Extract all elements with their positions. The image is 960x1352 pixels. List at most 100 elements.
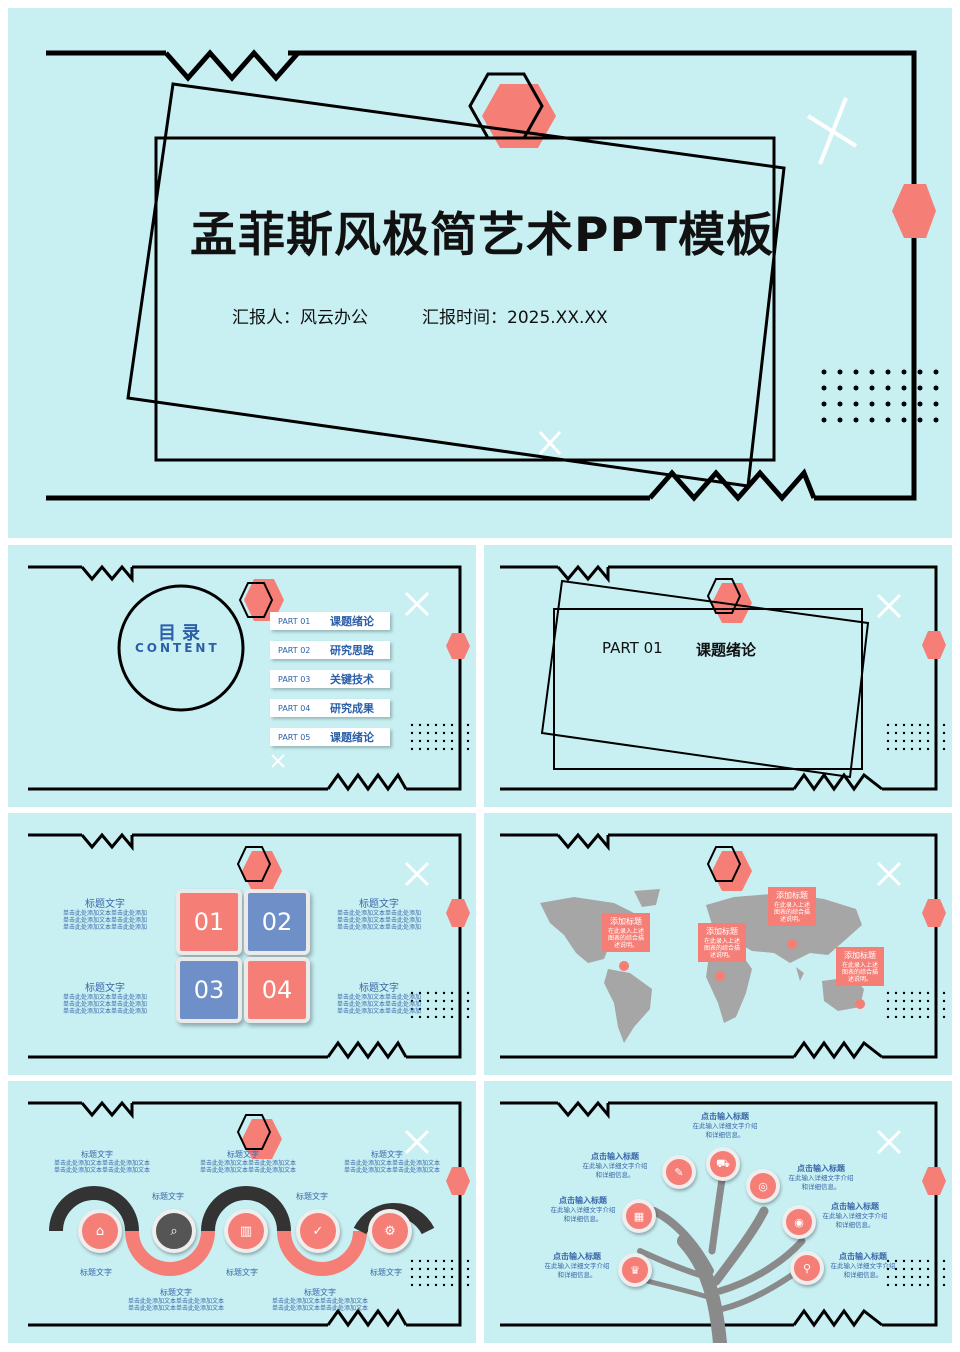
decor-dot bbox=[886, 991, 890, 995]
grid-box-03: 03 bbox=[176, 957, 242, 1023]
decor-dot bbox=[410, 739, 414, 743]
grid-box-04: 04 bbox=[244, 957, 310, 1023]
decor-dot bbox=[885, 401, 891, 407]
decor-dot bbox=[934, 999, 938, 1003]
decor-dot bbox=[933, 385, 939, 391]
decor-dot bbox=[926, 1259, 930, 1263]
decor-dot bbox=[926, 747, 930, 751]
cover-reporter: 汇报人：风云办公 bbox=[232, 308, 368, 328]
decor-dot bbox=[426, 991, 430, 995]
decor-dot bbox=[410, 747, 414, 751]
toc-item-label: 研究思路 bbox=[330, 644, 374, 657]
gear-icon: ⚙ bbox=[368, 1209, 412, 1253]
decor-dot bbox=[926, 1275, 930, 1279]
tree-text-left-1: 点击输入标题 在此输入详细文字介绍 和详细信息。 bbox=[570, 1151, 660, 1180]
toc-item-2[interactable]: PART 02 研究思路 bbox=[270, 641, 390, 659]
toc-item-4[interactable]: PART 04 研究成果 bbox=[270, 699, 390, 717]
tree-label: 点击输入标题 bbox=[591, 1152, 639, 1161]
decor-dot bbox=[434, 991, 438, 995]
tree-body-line: 和详细信息。 bbox=[843, 1271, 883, 1279]
cover-decoration bbox=[46, 49, 939, 502]
decor-dot bbox=[458, 991, 462, 995]
cover-slide: 孟菲斯风极简艺术PPT模板 汇报人：风云办公 汇报时间：2025.XX.XX bbox=[8, 8, 952, 538]
decor-dot bbox=[894, 991, 898, 995]
decor-dot bbox=[918, 747, 922, 751]
decor-dot bbox=[426, 739, 430, 743]
process-label: 标题文字 bbox=[304, 1288, 336, 1297]
decor-dot bbox=[837, 369, 843, 375]
decor-dot bbox=[910, 1259, 914, 1263]
decor-dot bbox=[942, 1267, 946, 1271]
decor-dot bbox=[442, 739, 446, 743]
decor-dot bbox=[894, 1007, 898, 1011]
decor-dot bbox=[886, 1275, 890, 1279]
decor-dot bbox=[821, 401, 827, 407]
decor-dot bbox=[458, 999, 462, 1003]
decor-dot bbox=[434, 739, 438, 743]
tree-text-right-2: 点击输入标题 在此输入详细文字介绍 和详细信息。 bbox=[810, 1201, 900, 1230]
decor-dot bbox=[918, 1259, 922, 1263]
decor-dot bbox=[918, 1007, 922, 1011]
decor-dot bbox=[894, 1267, 898, 1271]
toc-item-part: PART 01 bbox=[278, 616, 311, 626]
decor-dot bbox=[434, 747, 438, 751]
toc-item-3[interactable]: PART 03 关键技术 bbox=[270, 670, 390, 688]
decor-dot bbox=[442, 731, 446, 735]
process-text-2: 标题文字 单击此处添加文本单击此处添加文本 单击此处添加文本单击此处添加文本 bbox=[200, 1149, 296, 1174]
grid-box-02: 02 bbox=[244, 889, 310, 955]
decor-dot bbox=[910, 723, 914, 727]
decor-dot bbox=[886, 1015, 890, 1019]
decor-dot bbox=[450, 1267, 454, 1271]
decor-dot bbox=[933, 369, 939, 375]
decor-dot bbox=[918, 1267, 922, 1271]
process-body-line: 单击此处添加文本单击此处添加文本 bbox=[128, 1305, 225, 1312]
decor-dot bbox=[410, 1015, 414, 1019]
toc-item-label: 关键技术 bbox=[330, 673, 374, 686]
decor-dot bbox=[910, 731, 914, 735]
toc-item-5[interactable]: PART 05 课题绪论 bbox=[270, 728, 390, 746]
decor-dot bbox=[902, 1275, 906, 1279]
decor-dot bbox=[869, 369, 875, 375]
grid-body-line: 单击此处添加文本单击此处添加 bbox=[62, 1001, 147, 1008]
tree-body-line: 在此输入详细文字介绍 bbox=[822, 1212, 888, 1220]
decor-dot bbox=[426, 723, 430, 727]
callout-title: 添加标题 bbox=[706, 927, 738, 936]
decor-dot bbox=[917, 369, 923, 375]
process-label-lower: 标题文字 bbox=[370, 1268, 402, 1277]
decor-dot bbox=[902, 1015, 906, 1019]
decor-dot bbox=[934, 1267, 938, 1271]
process-body-line: 单击此处添加文本单击此处添加文本 bbox=[54, 1167, 151, 1174]
grid-body-line: 单击此处添加文本单击此处添加 bbox=[336, 1001, 421, 1008]
decor-dot bbox=[442, 1007, 446, 1011]
decor-dot bbox=[450, 991, 454, 995]
decor-dot bbox=[837, 417, 843, 423]
tree-body-line: 在此输入详细文字介绍 bbox=[544, 1262, 610, 1270]
decor-dot bbox=[917, 417, 923, 423]
decor-dot bbox=[942, 1015, 946, 1019]
toc-item-1[interactable]: PART 01 课题绪论 bbox=[270, 612, 390, 630]
decor-dot bbox=[886, 731, 890, 735]
decor-dot bbox=[458, 1275, 462, 1279]
toc-subtitle: CONTENT bbox=[135, 641, 220, 655]
process-body-line: 单击此处添加文本单击此处添加文本 bbox=[272, 1298, 369, 1305]
process-text-3: 标题文字 单击此处添加文本单击此处添加文本 单击此处添加文本单击此处添加文本 bbox=[344, 1149, 440, 1174]
process-text-1: 标题文字 单击此处添加文本单击此处添加文本 单击此处添加文本单击此处添加文本 bbox=[54, 1149, 151, 1174]
tree-body-line: 和详细信息。 bbox=[801, 1183, 841, 1191]
decor-dot bbox=[926, 1007, 930, 1011]
decor-dot bbox=[869, 417, 875, 423]
decor-dot bbox=[426, 1015, 430, 1019]
decor-dot bbox=[410, 1267, 414, 1271]
decor-dot bbox=[918, 999, 922, 1003]
process-decoration bbox=[28, 1100, 470, 1328]
process-label: 标题文字 bbox=[81, 1150, 113, 1159]
decor-dot bbox=[418, 739, 422, 743]
toc-item-label: 课题绪论 bbox=[330, 615, 374, 628]
decor-dot bbox=[886, 739, 890, 743]
grid-body-line: 单击此处添加文本单击此处添加 bbox=[62, 1008, 147, 1015]
decor-dot bbox=[442, 1275, 446, 1279]
decor-dot bbox=[902, 739, 906, 743]
decor-dot bbox=[410, 731, 414, 735]
grid-text-bottom-left: 标题文字 单击此处添加文本单击此处添加 单击此处添加文本单击此处添加 单击此处添… bbox=[62, 979, 148, 1015]
tree-slide: ✎ ⛟ ◎ ▦ ◉ ♛ ⚲ 点击输入标题 在此输入详细文字介绍 和详细信息。 点… bbox=[484, 1081, 952, 1343]
decor-dot bbox=[410, 991, 414, 995]
